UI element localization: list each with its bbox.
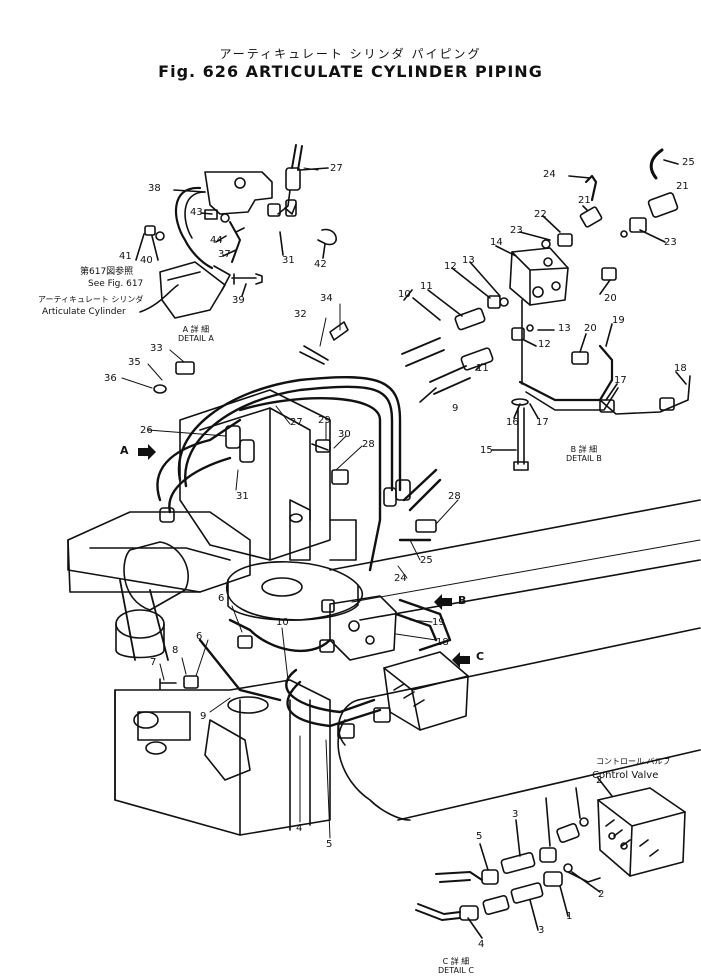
figure-title-japanese: アーティキュレート シリンダ パイピング [219,47,482,61]
control-valve-note-jp: コントロール バルブ [596,757,671,766]
view-c-label: C [476,650,485,663]
part-callout: 8 [172,645,179,656]
part-callout: 2 [598,889,605,900]
part-callout: 4 [296,823,303,834]
detail-a-caption-en: DETAIL A [178,333,214,343]
part-callout: 4 [478,939,485,950]
part-callout: 10 [398,289,411,300]
part-callout: 32 [294,309,307,320]
detail-a-assembly [135,144,337,319]
part-callout: 3 [538,925,545,936]
control-valve-note: Control Valve [592,770,659,781]
part-callout: 6 [196,631,203,642]
view-b-label: B [458,594,467,607]
detail-c-assembly [415,777,686,939]
part-callout: 41 [119,251,132,262]
part-callout: 27 [290,417,303,428]
part-callout: 13 [558,323,571,334]
part-callout: 26 [140,425,153,436]
part-callout: 10 [276,617,289,628]
part-callout: 22 [534,209,547,220]
part-callout: 15 [480,445,493,456]
part-callout: 5 [326,839,333,850]
part-callout: 20 [584,323,597,334]
part-callout: 33 [150,343,163,354]
part-callout: 18 [436,637,449,648]
figure-title: Fig. 626 ARTICULATE CYLINDER PIPING [158,62,543,81]
part-callout: 21 [578,195,591,206]
part-callout: 16 [506,417,519,428]
part-callout: 23 [664,237,677,248]
part-callout: 9 [452,403,459,414]
main-fittings [153,321,437,739]
part-callout: 12 [444,261,457,272]
part-callout: 40 [140,255,153,266]
part-callout: 43 [190,207,203,218]
part-callout: 11 [420,281,433,292]
part-callout: 28 [362,439,375,450]
detail-c-caption-jp: C 詳 細 [442,957,470,966]
part-callout: 29 [318,415,331,426]
detail-b-caption: B 詳 細 DETAIL B [566,445,602,464]
detail-c-caption: C 詳 細 DETAIL C [438,957,474,976]
part-callout: 38 [148,183,161,194]
part-callout: 18 [674,363,687,374]
articulate-cylinder-note-jp: アーティキュレート シリンダ [38,295,144,304]
part-callout: 25 [682,157,695,168]
articulate-cylinder-note: Articulate Cylinder [42,307,126,317]
detail-b-caption-en: DETAIL B [566,453,602,463]
part-callout: 17 [614,375,627,386]
detail-a-caption: A 詳 細 DETAIL A [178,325,214,344]
detail-a-caption-jp: A 詳 細 [182,325,210,334]
part-callout: 24 [394,573,407,584]
part-callout: 35 [128,357,141,368]
part-callout: 3 [512,809,519,820]
part-callout: 24 [543,169,556,180]
part-callout: 44 [210,235,223,246]
machine-body [67,389,701,836]
part-callout: 19 [612,315,625,326]
part-callout: 37 [218,249,231,260]
part-callout: 19 [432,617,445,628]
see-fig-note: See Fig. 617 [88,279,144,289]
part-callout: 1 [566,911,573,922]
part-callout: 2 [596,775,603,786]
see-fig-note-jp: 第617図参照 [80,267,134,277]
part-callout: 5 [476,831,483,842]
part-callout: 6 [218,593,225,604]
part-callout: 20 [604,293,617,304]
part-callout: 21 [676,181,689,192]
part-callout: 11 [476,363,489,374]
part-callout: 23 [510,225,523,236]
part-callout: 31 [282,255,295,266]
part-callout: 34 [320,293,333,304]
part-callout: 7 [150,657,157,668]
detail-c-caption-en: DETAIL C [438,965,474,975]
part-callout: 25 [420,555,433,566]
view-arrows [138,444,470,668]
part-callout: 30 [338,429,351,440]
part-callout: 27 [330,163,343,174]
detail-b-assembly [401,148,691,471]
part-callout: 28 [448,491,461,502]
part-callout: 31 [236,491,249,502]
part-callout: 14 [490,237,503,248]
part-callout: 12 [538,339,551,350]
part-callout: 36 [104,373,117,384]
main-leaders [121,167,459,839]
part-callout: 13 [462,255,475,266]
view-a-label: A [120,444,129,457]
part-callout: 9 [200,711,207,722]
part-callout: 42 [314,259,327,270]
part-callout: 17 [536,417,549,428]
part-callout: 39 [232,295,245,306]
detail-b-caption-jp: B 詳 細 [570,445,598,454]
